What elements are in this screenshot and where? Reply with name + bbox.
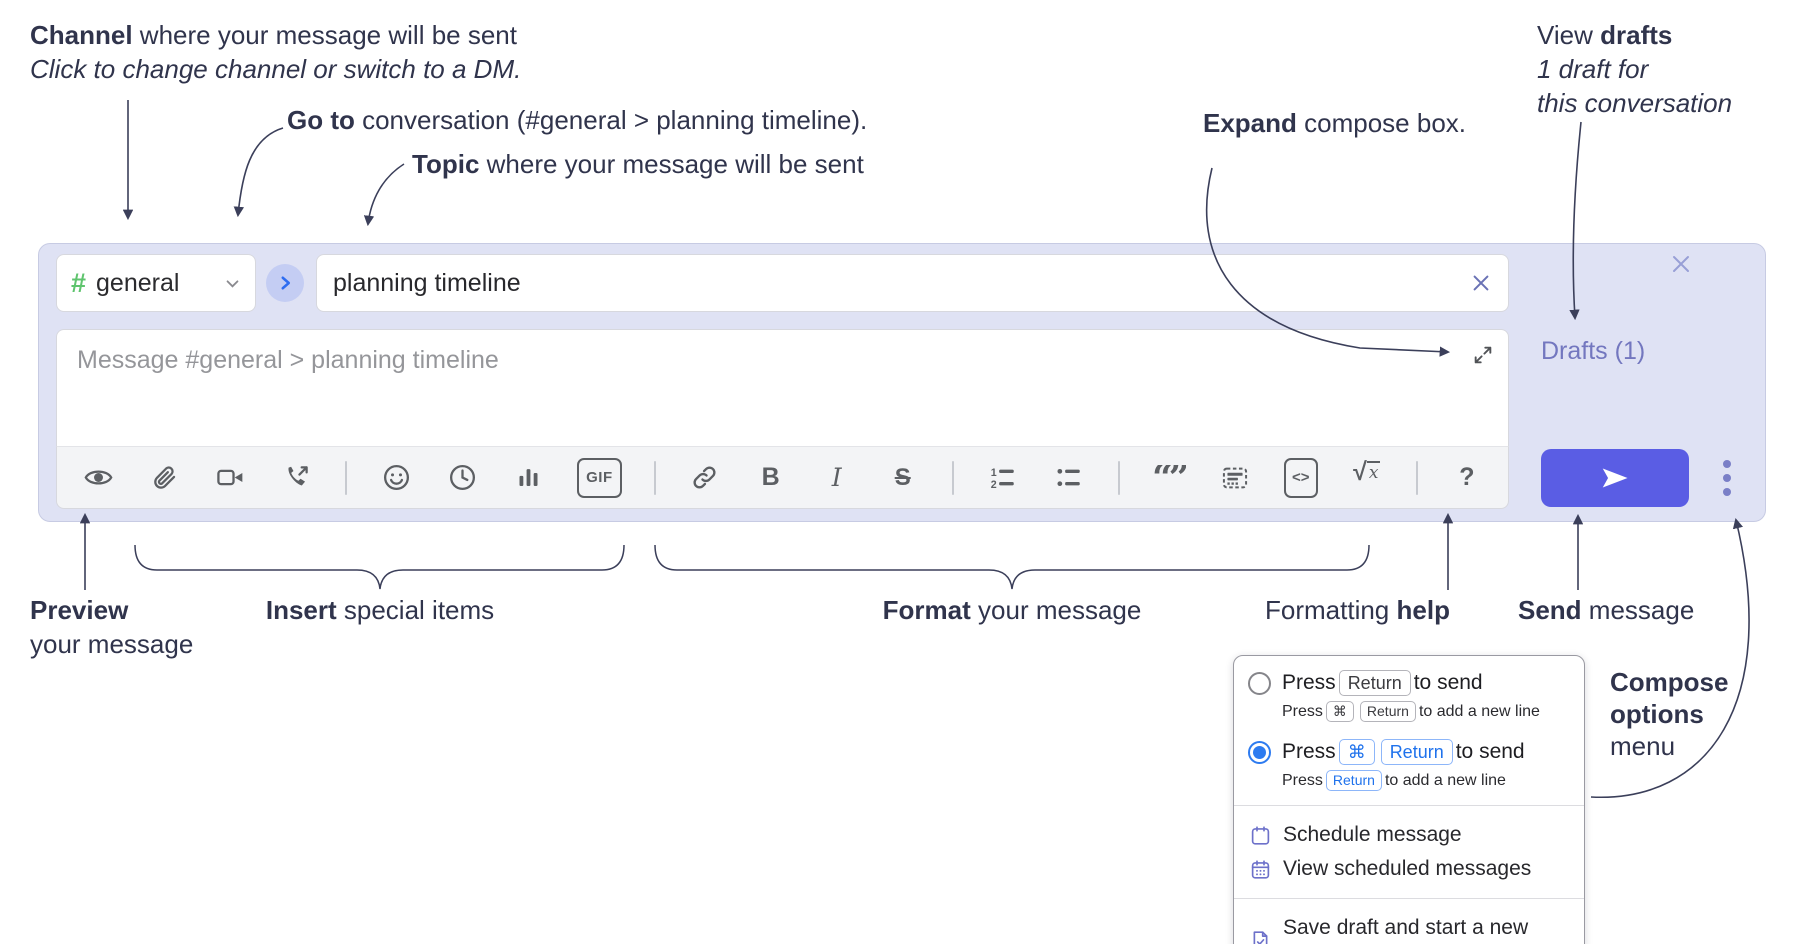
code-icon[interactable]: <> bbox=[1283, 457, 1318, 498]
expand-annotation: Expand compose box. bbox=[1203, 108, 1467, 138]
insert-annotation: Insert special items bbox=[265, 595, 495, 625]
toolbar-divider bbox=[1415, 460, 1418, 495]
compose-options-menu-button[interactable] bbox=[1713, 449, 1741, 507]
svg-text:1: 1 bbox=[991, 467, 997, 479]
close-compose-button[interactable] bbox=[1669, 252, 1693, 276]
toolbar-divider bbox=[1117, 460, 1120, 495]
kbd-return: Return bbox=[1325, 770, 1382, 791]
expand-diagonal-icon bbox=[1474, 346, 1492, 364]
send-button[interactable] bbox=[1541, 449, 1689, 507]
poll-icon[interactable] bbox=[511, 458, 545, 498]
save-draft-item[interactable]: Save draft and start a new message bbox=[1248, 911, 1570, 944]
channel-annotation: Channel where your message will be sent … bbox=[30, 18, 521, 86]
channel-hash-icon: # bbox=[71, 267, 87, 298]
compose-options-annotation: Compose options menu bbox=[1610, 667, 1729, 761]
popup-divider bbox=[1234, 805, 1584, 806]
spoiler-icon[interactable] bbox=[1218, 458, 1252, 498]
chevron-right-icon bbox=[281, 276, 291, 290]
gif-icon[interactable]: GIF bbox=[577, 457, 622, 498]
radio-button-selected[interactable] bbox=[1248, 741, 1271, 764]
channel-annotation-bold: Channel bbox=[30, 20, 133, 50]
popup-divider bbox=[1234, 898, 1584, 899]
chevron-down-icon bbox=[224, 275, 241, 292]
bold-icon[interactable]: B bbox=[754, 458, 788, 498]
attach-paperclip-icon[interactable] bbox=[147, 458, 181, 498]
toolbar-divider bbox=[653, 460, 656, 495]
radio-button-unselected[interactable] bbox=[1248, 672, 1271, 695]
goto-annotation: Go to conversation (#general > planning … bbox=[287, 105, 868, 135]
clear-topic-button[interactable] bbox=[1470, 272, 1492, 294]
channel-name: general bbox=[96, 268, 180, 297]
strikethrough-icon[interactable]: S bbox=[886, 458, 920, 498]
link-icon[interactable] bbox=[688, 458, 722, 498]
bulleted-list-icon[interactable] bbox=[1052, 458, 1086, 498]
formatting-help-annotation: Formatting help bbox=[1265, 595, 1450, 625]
compose-box: # general bbox=[38, 243, 1766, 522]
topic-input[interactable] bbox=[333, 268, 1470, 298]
vertical-dots-icon bbox=[1723, 460, 1731, 468]
kbd-return: Return bbox=[1380, 739, 1453, 766]
quote-icon[interactable]: “” bbox=[1152, 464, 1186, 491]
drafts-annotation: View drafts 1 draft for this conversatio… bbox=[1537, 20, 1733, 118]
go-to-conversation-button[interactable] bbox=[266, 264, 304, 302]
preview-annotation: Preview your message bbox=[30, 595, 194, 659]
message-textarea[interactable] bbox=[57, 330, 1508, 446]
math-icon[interactable]: √x bbox=[1350, 458, 1384, 498]
kbd-cmd: ⌘ bbox=[1325, 701, 1354, 722]
send-annotation: Send message bbox=[1518, 595, 1695, 625]
kbd-return: Return bbox=[1338, 670, 1411, 697]
send-icon bbox=[1602, 468, 1628, 488]
formatting-help-icon[interactable]: ? bbox=[1450, 458, 1484, 498]
italic-icon[interactable]: I bbox=[820, 458, 854, 498]
calendar-icon bbox=[1250, 825, 1271, 846]
kbd-return: Return bbox=[1359, 701, 1416, 722]
calendar-grid-icon bbox=[1250, 859, 1271, 880]
time-icon[interactable] bbox=[445, 458, 479, 498]
message-input-box bbox=[56, 329, 1509, 446]
emoji-icon[interactable] bbox=[379, 458, 413, 498]
toolbar-divider bbox=[951, 460, 954, 495]
svg-text:2: 2 bbox=[991, 479, 997, 491]
channel-selector[interactable]: # general bbox=[56, 254, 256, 312]
toolbar-divider bbox=[345, 460, 348, 495]
topic-input-box bbox=[316, 254, 1509, 312]
channel-annotation-rest: where your message will be sent bbox=[132, 20, 517, 50]
video-call-icon[interactable] bbox=[213, 458, 247, 498]
format-annotation: Format your message bbox=[882, 595, 1142, 625]
close-icon bbox=[1473, 275, 1489, 291]
preview-eye-icon[interactable] bbox=[81, 458, 115, 498]
view-scheduled-messages-item[interactable]: View scheduled messages bbox=[1248, 852, 1570, 886]
topic-annotation: Topic where your message will be sent bbox=[412, 149, 864, 179]
schedule-message-item[interactable]: Schedule message bbox=[1248, 818, 1570, 852]
voice-call-icon[interactable] bbox=[279, 458, 313, 498]
save-draft-icon bbox=[1250, 930, 1271, 944]
close-icon bbox=[1673, 256, 1689, 272]
kbd-cmd: ⌘ bbox=[1338, 739, 1375, 766]
drafts-link[interactable]: Drafts (1) bbox=[1541, 337, 1646, 365]
channel-annotation-sub: Click to change channel or switch to a D… bbox=[30, 54, 522, 84]
expand-compose-button[interactable] bbox=[1472, 344, 1494, 366]
